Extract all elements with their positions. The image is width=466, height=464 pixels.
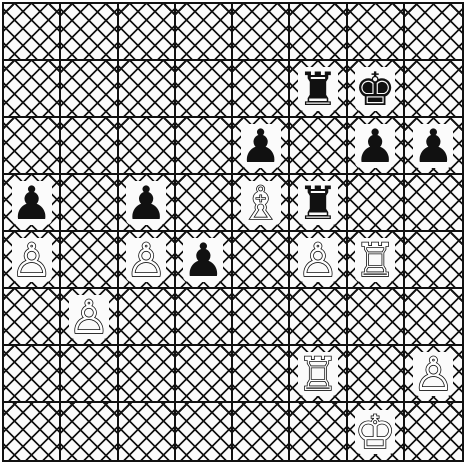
square-g7[interactable]: ♚ bbox=[348, 61, 405, 118]
square-a6[interactable] bbox=[4, 118, 61, 175]
black-rook-icon[interactable]: ♜ bbox=[297, 66, 338, 112]
square-f8[interactable] bbox=[290, 4, 347, 61]
white-pawn-icon[interactable]: ♙ bbox=[68, 294, 109, 340]
black-pawn-icon[interactable]: ♟ bbox=[240, 123, 281, 169]
square-g8[interactable] bbox=[348, 4, 405, 61]
square-c2[interactable] bbox=[119, 346, 176, 403]
square-f2[interactable]: ♖ bbox=[290, 346, 347, 403]
square-e3[interactable] bbox=[233, 289, 290, 346]
square-g6[interactable]: ♟ bbox=[348, 118, 405, 175]
square-c8[interactable] bbox=[119, 4, 176, 61]
square-h3[interactable] bbox=[405, 289, 462, 346]
chess-board: ♜ ♚ ♟ ♟ ♟ ♟ ♟ ♗ ♜ ♙ ♙ ♟ ♙ ♖ ♙ ♖ ♙ ♔ bbox=[4, 4, 462, 460]
square-a2[interactable] bbox=[4, 346, 61, 403]
square-e4[interactable] bbox=[233, 232, 290, 289]
square-d7[interactable] bbox=[176, 61, 233, 118]
square-b7[interactable] bbox=[61, 61, 118, 118]
black-pawn-icon[interactable]: ♟ bbox=[413, 123, 454, 169]
square-e8[interactable] bbox=[233, 4, 290, 61]
square-b3[interactable]: ♙ bbox=[61, 289, 118, 346]
square-b8[interactable] bbox=[61, 4, 118, 61]
square-c1[interactable] bbox=[119, 403, 176, 460]
square-h7[interactable] bbox=[405, 61, 462, 118]
square-f3[interactable] bbox=[290, 289, 347, 346]
square-b1[interactable] bbox=[61, 403, 118, 460]
square-h2[interactable]: ♙ bbox=[405, 346, 462, 403]
square-d2[interactable] bbox=[176, 346, 233, 403]
square-f5[interactable]: ♜ bbox=[290, 175, 347, 232]
black-rook-icon[interactable]: ♜ bbox=[297, 180, 338, 226]
square-d5[interactable] bbox=[176, 175, 233, 232]
black-king-icon[interactable]: ♚ bbox=[355, 66, 396, 112]
square-f6[interactable] bbox=[290, 118, 347, 175]
square-e1[interactable] bbox=[233, 403, 290, 460]
white-bishop-icon[interactable]: ♗ bbox=[240, 180, 281, 226]
square-e2[interactable] bbox=[233, 346, 290, 403]
square-c3[interactable] bbox=[119, 289, 176, 346]
square-b2[interactable] bbox=[61, 346, 118, 403]
square-d1[interactable] bbox=[176, 403, 233, 460]
square-c5[interactable]: ♟ bbox=[119, 175, 176, 232]
square-d8[interactable] bbox=[176, 4, 233, 61]
square-b6[interactable] bbox=[61, 118, 118, 175]
white-king-icon[interactable]: ♔ bbox=[355, 409, 396, 455]
square-c6[interactable] bbox=[119, 118, 176, 175]
square-e7[interactable] bbox=[233, 61, 290, 118]
black-pawn-icon[interactable]: ♟ bbox=[11, 180, 52, 226]
white-pawn-icon[interactable]: ♙ bbox=[11, 237, 52, 283]
square-g3[interactable] bbox=[348, 289, 405, 346]
square-a1[interactable] bbox=[4, 403, 61, 460]
white-rook-icon[interactable]: ♖ bbox=[297, 351, 338, 397]
square-d4[interactable]: ♟ bbox=[176, 232, 233, 289]
square-e6[interactable]: ♟ bbox=[233, 118, 290, 175]
square-a3[interactable] bbox=[4, 289, 61, 346]
square-h1[interactable] bbox=[405, 403, 462, 460]
square-a8[interactable] bbox=[4, 4, 61, 61]
square-a4[interactable]: ♙ bbox=[4, 232, 61, 289]
square-h8[interactable] bbox=[405, 4, 462, 61]
white-pawn-icon[interactable]: ♙ bbox=[297, 237, 338, 283]
white-pawn-icon[interactable]: ♙ bbox=[126, 237, 167, 283]
black-pawn-icon[interactable]: ♟ bbox=[355, 123, 396, 169]
square-c4[interactable]: ♙ bbox=[119, 232, 176, 289]
square-g5[interactable] bbox=[348, 175, 405, 232]
square-g1[interactable]: ♔ bbox=[348, 403, 405, 460]
square-h6[interactable]: ♟ bbox=[405, 118, 462, 175]
square-h4[interactable] bbox=[405, 232, 462, 289]
white-rook-icon[interactable]: ♖ bbox=[355, 237, 396, 283]
square-g4[interactable]: ♖ bbox=[348, 232, 405, 289]
square-f4[interactable]: ♙ bbox=[290, 232, 347, 289]
square-d6[interactable] bbox=[176, 118, 233, 175]
white-pawn-icon[interactable]: ♙ bbox=[413, 351, 454, 397]
square-e5[interactable]: ♗ bbox=[233, 175, 290, 232]
black-pawn-icon[interactable]: ♟ bbox=[183, 237, 224, 283]
square-g2[interactable] bbox=[348, 346, 405, 403]
square-h5[interactable] bbox=[405, 175, 462, 232]
square-c7[interactable] bbox=[119, 61, 176, 118]
square-b4[interactable] bbox=[61, 232, 118, 289]
square-a5[interactable]: ♟ bbox=[4, 175, 61, 232]
square-b5[interactable] bbox=[61, 175, 118, 232]
black-pawn-icon[interactable]: ♟ bbox=[126, 180, 167, 226]
square-d3[interactable] bbox=[176, 289, 233, 346]
square-f7[interactable]: ♜ bbox=[290, 61, 347, 118]
square-a7[interactable] bbox=[4, 61, 61, 118]
square-f1[interactable] bbox=[290, 403, 347, 460]
